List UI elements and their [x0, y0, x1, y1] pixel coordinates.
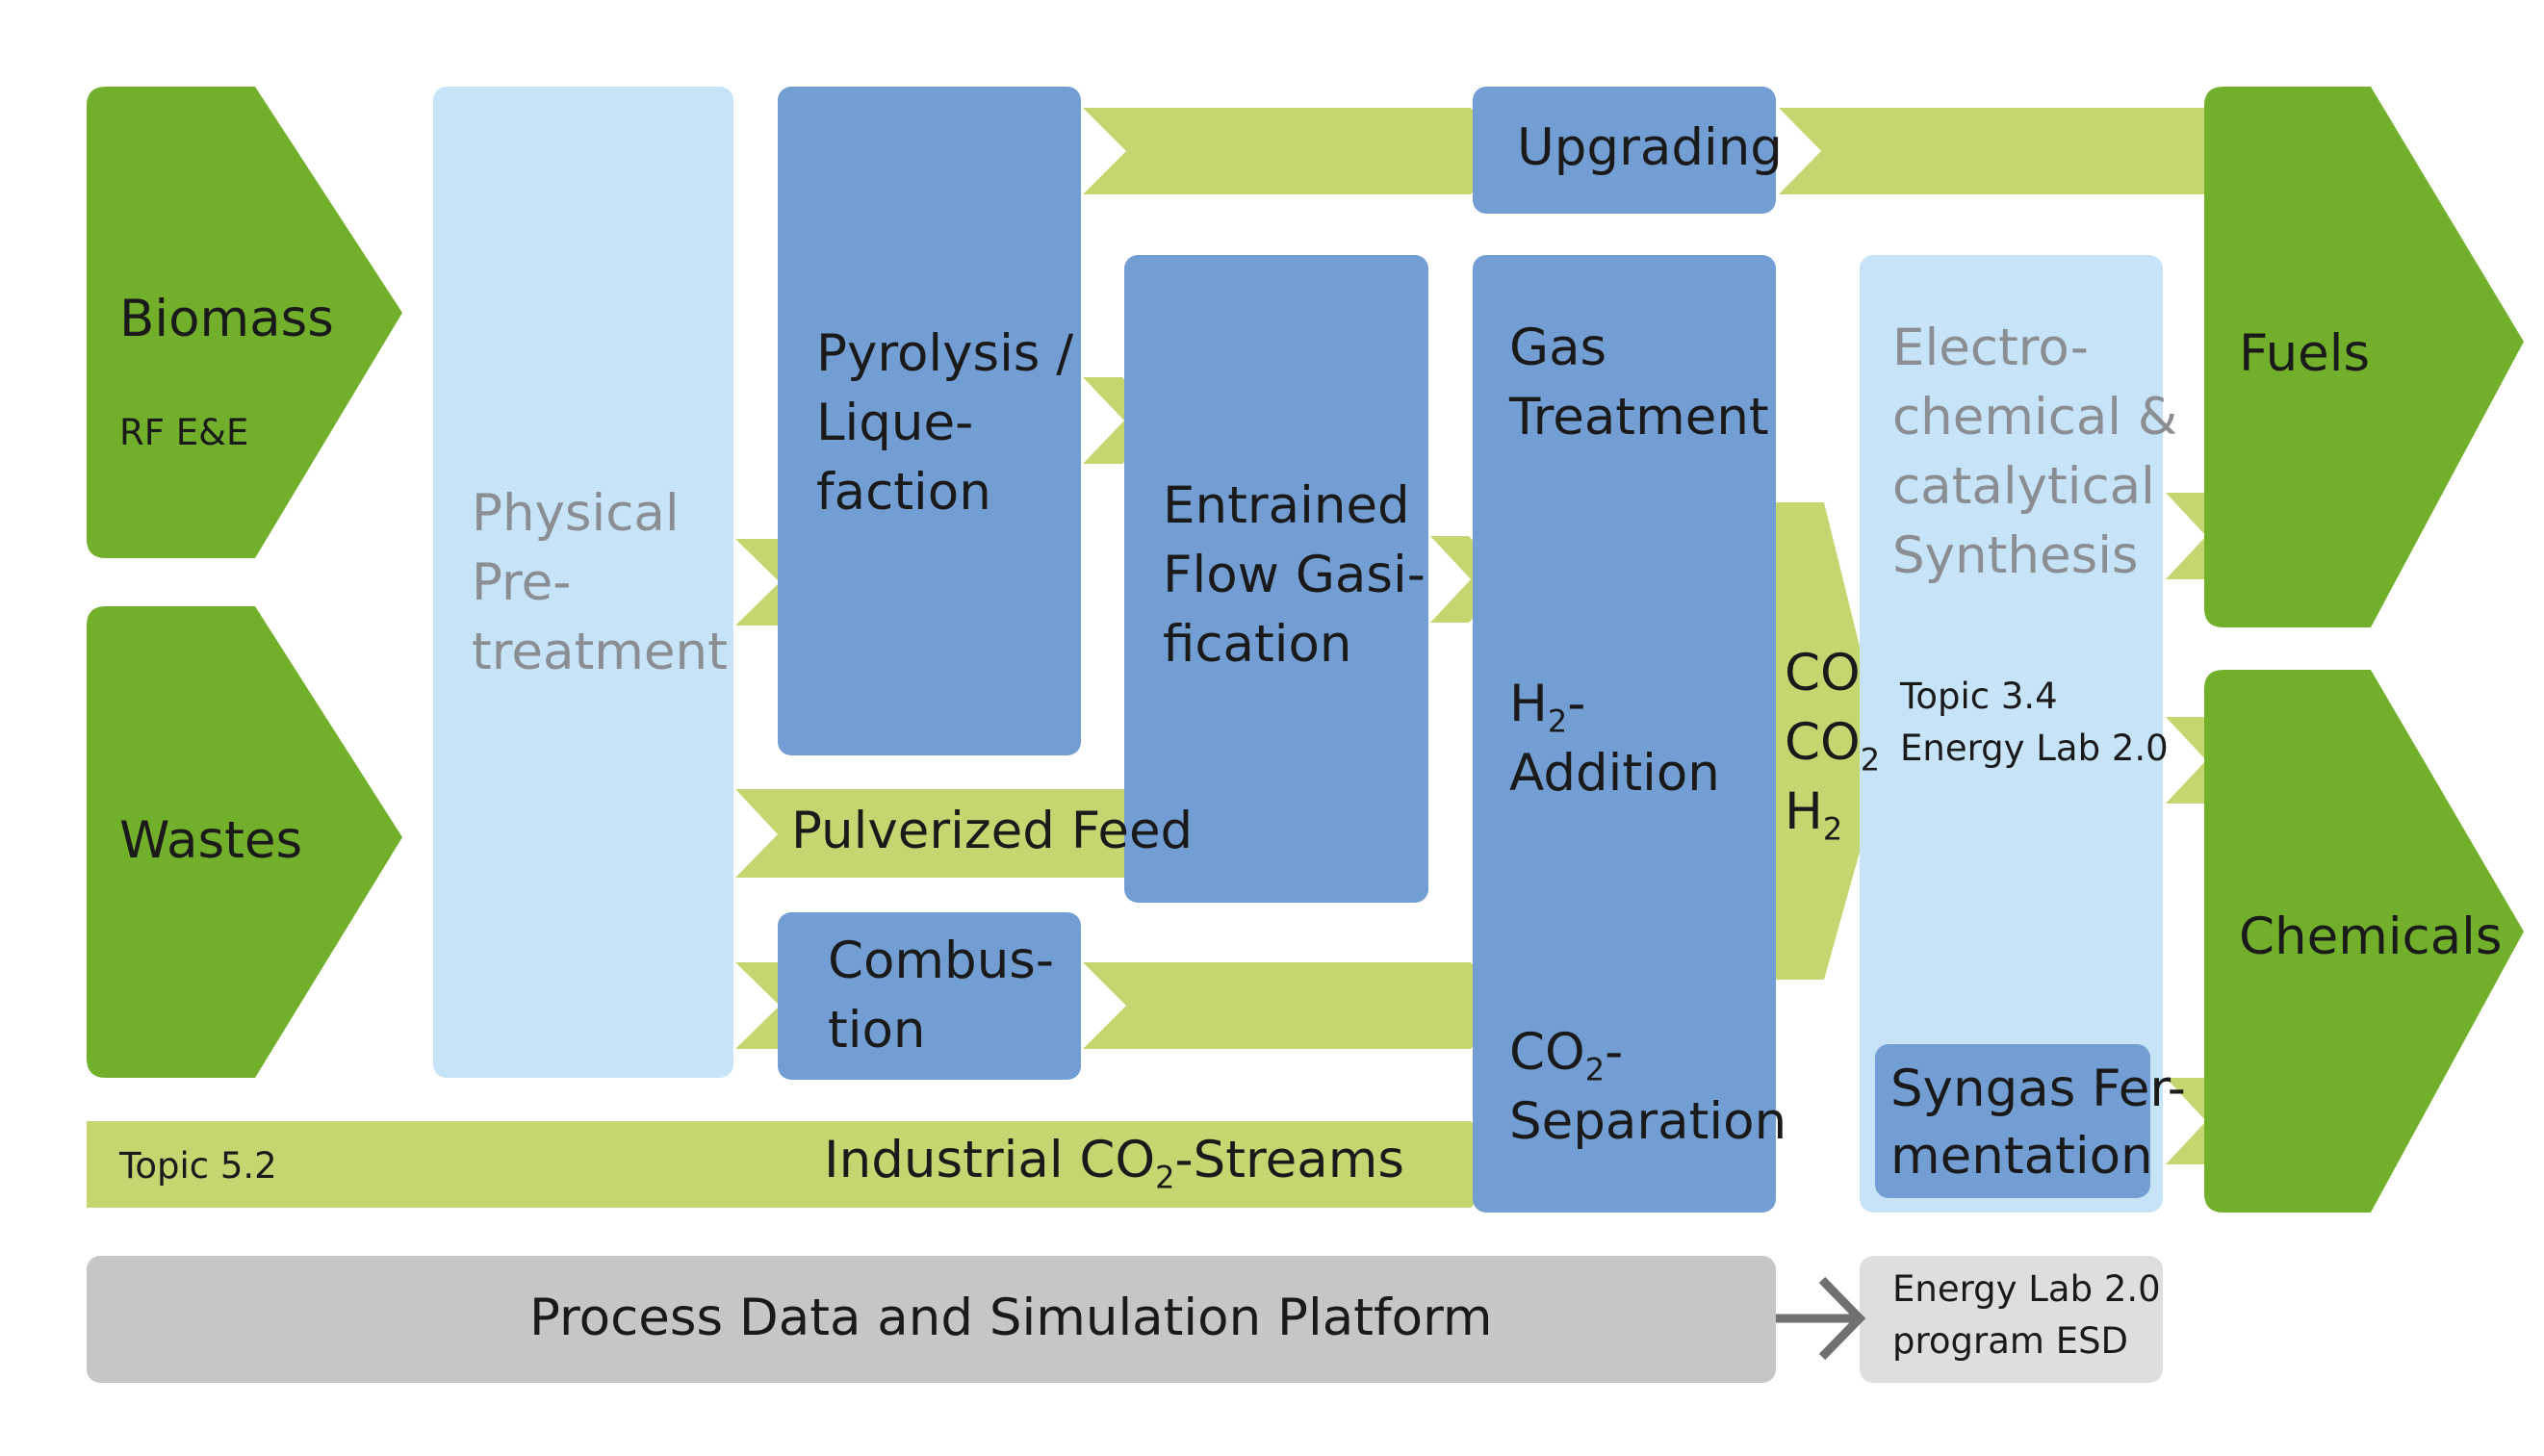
chemicals-label: Chemicals — [2239, 907, 2503, 966]
gasification-line3: fication — [1163, 615, 1352, 674]
platform-label: Process Data and Simulation Platform — [529, 1289, 1493, 1347]
wastes-label: Wastes — [119, 811, 303, 870]
wastes-chevron — [87, 606, 402, 1078]
pyrolysis-line1: Pyrolysis / — [816, 324, 1074, 383]
pretreatment-line2: Pre- — [472, 553, 572, 612]
fermentation-line2: mentation — [1890, 1127, 2153, 1186]
energy-lab-line2: program ESD — [1892, 1320, 2129, 1362]
co2-separation-line2: Separation — [1509, 1092, 1787, 1151]
synthesis-line1: Electro- — [1892, 319, 2089, 377]
synthesis-line4: Synthesis — [1892, 526, 2139, 585]
gas-treatment-line2: Treatment — [1509, 388, 1769, 447]
platform-bar — [87, 1256, 1776, 1383]
pulverized-feed-arrow — [735, 789, 1167, 878]
fuels-label: Fuels — [2239, 324, 2371, 383]
gasification-line2: Flow Gasi- — [1163, 546, 1426, 604]
pyrolysis-line2: Lique- — [816, 394, 974, 452]
arrow-upgrading-to-fuels — [1779, 108, 2248, 194]
arrow-combustion-to-separation — [1083, 962, 1513, 1049]
pyrolysis-line3: faction — [816, 463, 991, 522]
biomass-tag: RF E&E — [119, 412, 249, 453]
synthesis-line3: catalytical — [1892, 457, 2155, 516]
combustion-line2: tion — [828, 1001, 926, 1060]
pulverized-feed-label: Pulverized Feed — [791, 802, 1194, 860]
co2-separation-line1: CO2- — [1509, 1023, 1624, 1088]
industrial-topic: Topic 5.2 — [119, 1145, 277, 1187]
upgrading-box — [1473, 87, 1776, 214]
arrow-pyrolysis-to-upgrading — [1083, 108, 1513, 194]
synthesis-lab: Energy Lab 2.0 — [1900, 728, 2169, 769]
arrow-gasification-to-gastreatment — [1430, 536, 1511, 623]
pretreatment-line3: treatment — [472, 623, 728, 681]
pretreatment-line1: Physical — [472, 484, 680, 543]
synthesis-topic: Topic 3.4 — [1900, 676, 2058, 717]
synthesis-line2: chemical & — [1892, 388, 2178, 447]
gasification-line1: Entrained — [1163, 476, 1410, 535]
gas-h2-label: H2 — [1785, 782, 1843, 848]
pyrolysis-box — [778, 87, 1081, 755]
fuels-chevron — [2204, 87, 2524, 627]
synthesis-box — [1860, 255, 2163, 1213]
syngas-stream-arrow — [1776, 502, 1887, 980]
fermentation-line1: Syngas Fer- — [1890, 1060, 2186, 1118]
energy-lab-box — [1860, 1256, 2163, 1383]
gas-co-label: CO — [1785, 644, 1861, 702]
gas-co2-label: CO2 — [1785, 713, 1881, 779]
gasification-box — [1124, 255, 1428, 903]
upgrading-label: Upgrading — [1517, 118, 1783, 177]
gas-treatment-line1: Gas — [1509, 319, 1607, 377]
industrial-co2-arrow — [87, 1121, 1513, 1208]
industrial-co2-label: Industrial CO2-Streams — [824, 1131, 1404, 1196]
chemicals-chevron — [2204, 670, 2524, 1213]
biomass-label: Biomass — [119, 290, 334, 348]
h2-addition-line1: H2- — [1509, 675, 1586, 740]
pretreatment-box — [433, 87, 733, 1078]
syngas-fermentation-box — [1875, 1044, 2150, 1198]
gas-treatment-column — [1473, 255, 1776, 1213]
combustion-box — [778, 912, 1081, 1080]
biomass-chevron — [87, 87, 402, 558]
h2-addition-line2: Addition — [1509, 744, 1720, 803]
combustion-line1: Combus- — [828, 932, 1055, 990]
energy-lab-line1: Energy Lab 2.0 — [1892, 1268, 2161, 1310]
platform-arrow-icon — [1776, 1276, 1866, 1361]
